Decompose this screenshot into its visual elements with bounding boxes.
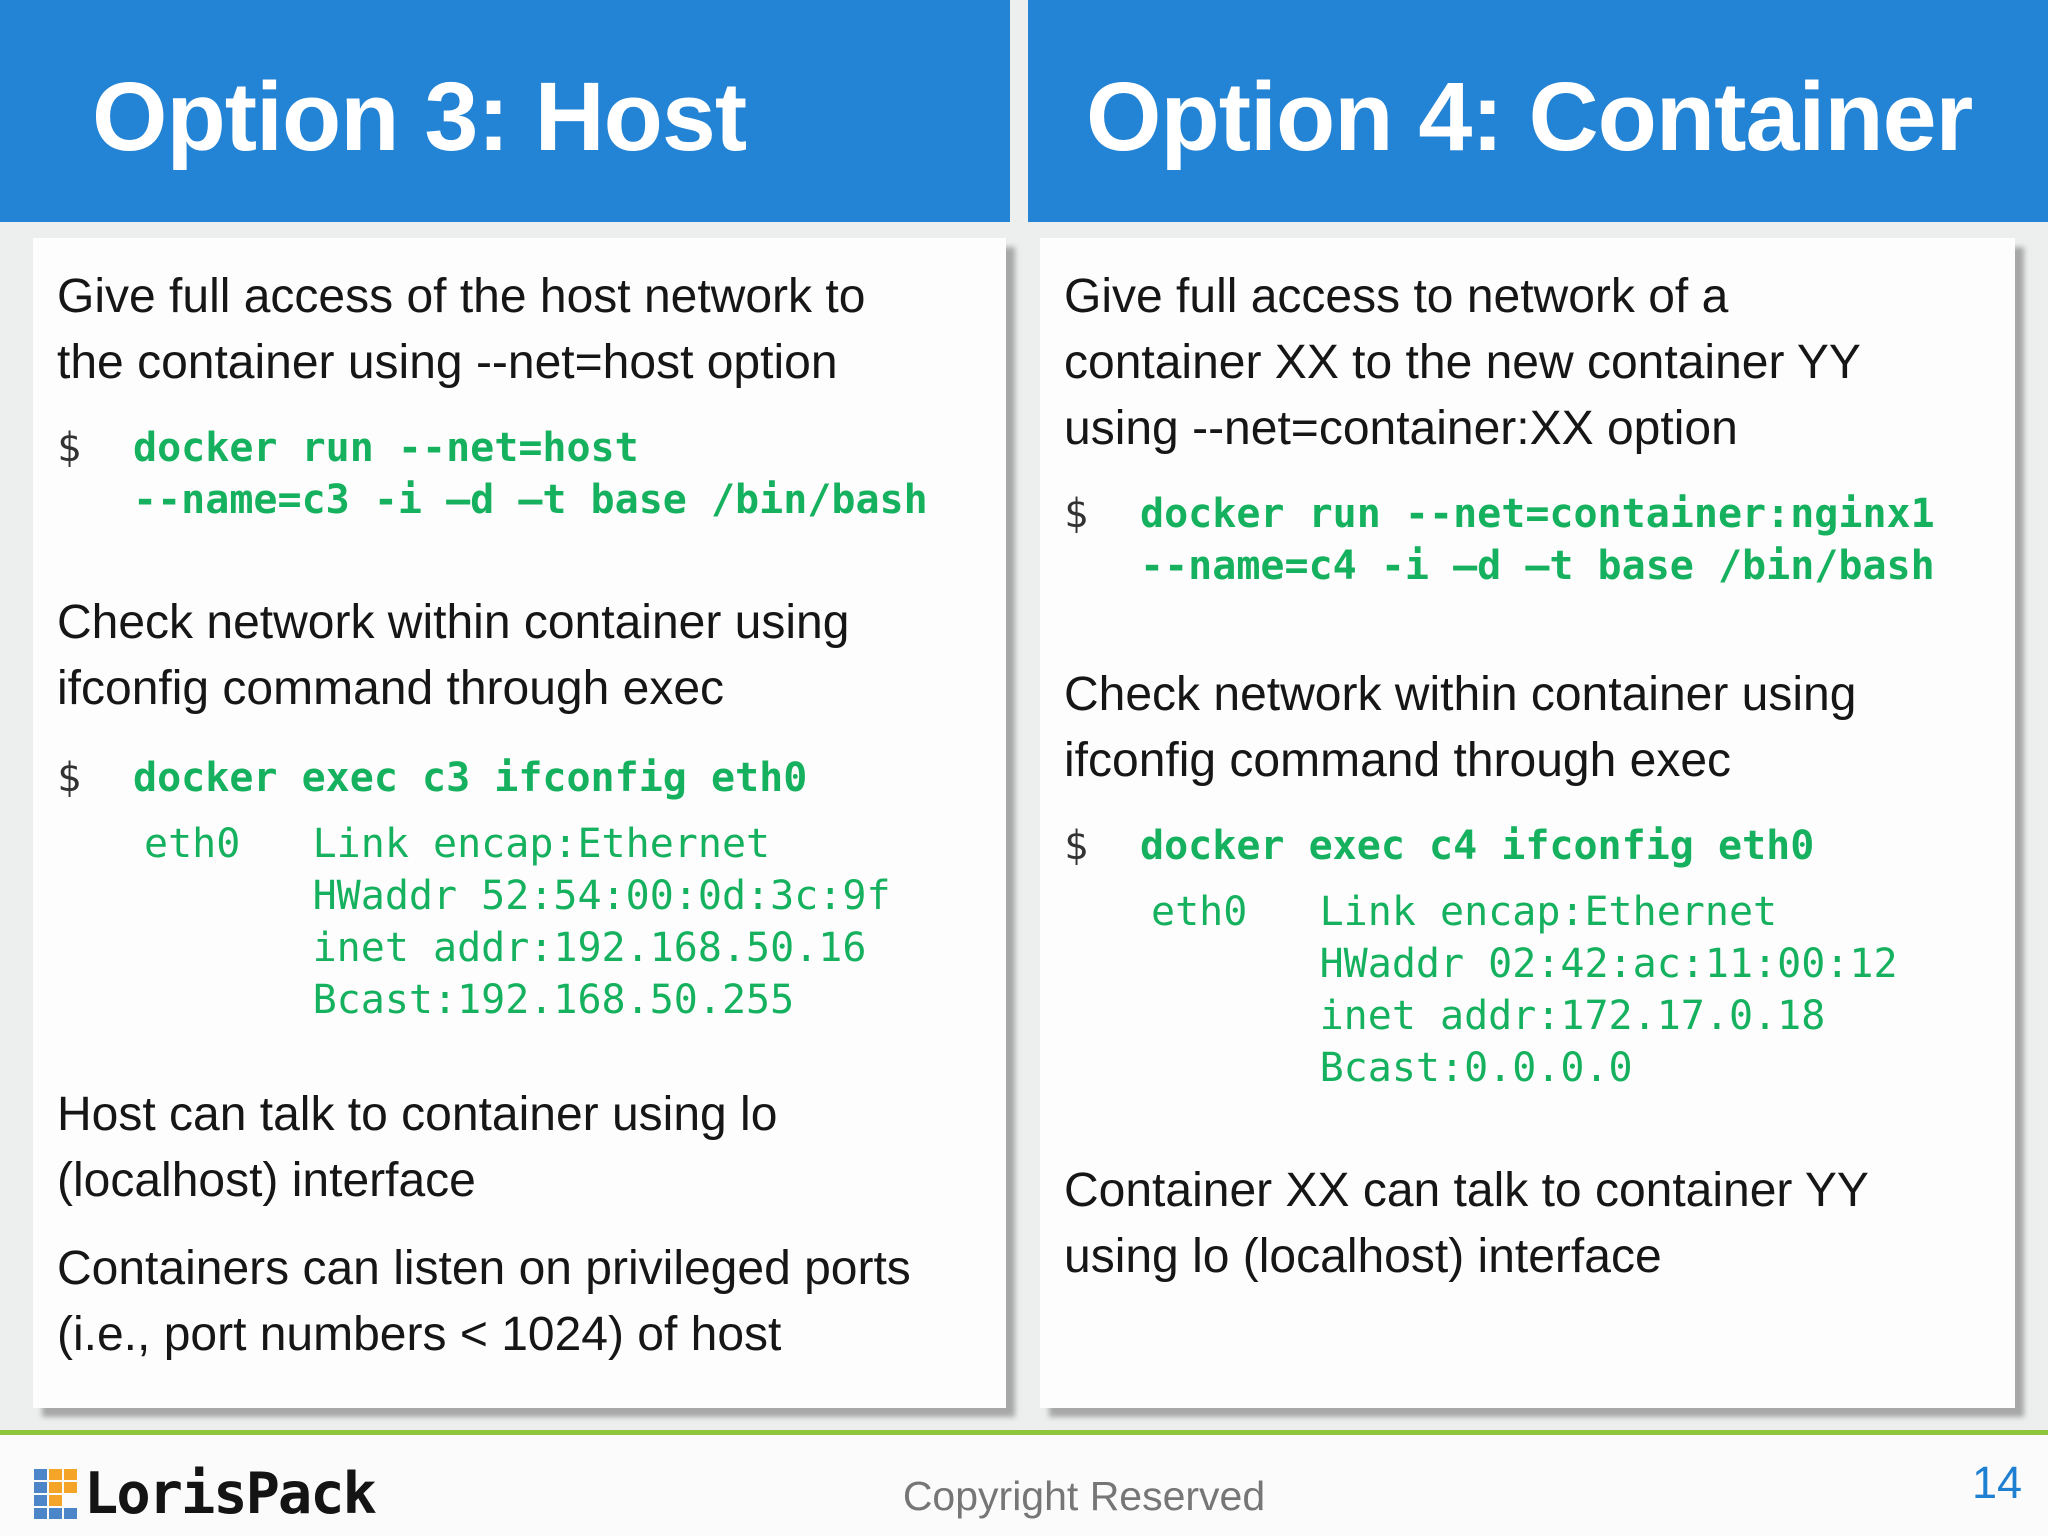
- command-docker-run-host: $ docker run --net=host --name=c3 -i –d …: [57, 422, 982, 526]
- lorispack-logo-icon: [34, 1469, 77, 1519]
- command-lines: docker exec c3 ifconfig eth0: [133, 752, 807, 804]
- command-lines: docker run --net=container:nginx1 --name…: [1140, 488, 1935, 592]
- command-lines: docker run --net=host --name=c3 -i –d –t…: [133, 422, 928, 526]
- paragraph-container-localhost: Container XX can talk to container YY us…: [1064, 1164, 1869, 1283]
- command-line: --name=c3 -i –d –t base /bin/bash: [133, 477, 928, 523]
- paragraph-host-intro: Give full access of the host network to …: [57, 270, 866, 389]
- command-docker-exec-c4: $ docker exec c4 ifconfig eth0: [1064, 820, 1991, 872]
- command-lines: docker exec c4 ifconfig eth0: [1140, 820, 1814, 872]
- content-box-option-3: Give full access of the host network to …: [33, 238, 1006, 1408]
- command-docker-run-container: $ docker run --net=container:nginx1 --na…: [1064, 488, 1991, 592]
- ifconfig-output-host: eth0 Link encap:Ethernet HWaddr 52:54:00…: [144, 821, 891, 1023]
- brand-name: LorisPack: [84, 1461, 377, 1527]
- command-line: docker run --net=container:nginx1: [1140, 491, 1935, 537]
- copyright-text: Copyright Reserved: [902, 1473, 1266, 1519]
- header-title-option-4: Option 4: Container: [1086, 61, 1973, 171]
- command-line: --name=c4 -i –d –t base /bin/bash: [1140, 543, 1935, 589]
- command-line: docker exec c3 ifconfig eth0: [133, 755, 808, 801]
- page-number: 14: [1971, 1457, 2022, 1508]
- brand-logo: LorisPack: [34, 1461, 377, 1527]
- paragraph-check-network-container: Check network within container using ifc…: [1064, 668, 1857, 787]
- footer: LorisPack Copyright Reserved 14: [0, 1435, 2048, 1536]
- header-option-3: Option 3: Host: [0, 0, 1010, 222]
- command-docker-exec-c3: $ docker exec c3 ifconfig eth0: [57, 752, 982, 804]
- paragraph-host-localhost: Host can talk to container using lo (loc…: [57, 1088, 778, 1207]
- ifconfig-output-container: eth0 Link encap:Ethernet HWaddr 02:42:ac…: [1151, 889, 1898, 1091]
- green-divider-line: [0, 1430, 2048, 1435]
- command-line: docker exec c4 ifconfig eth0: [1140, 823, 1815, 869]
- shell-prompt: $: [57, 425, 82, 471]
- shell-prompt: $: [1064, 823, 1089, 869]
- paragraph-check-network-host: Check network within container using ifc…: [57, 596, 850, 715]
- header-title-option-3: Option 3: Host: [92, 61, 747, 171]
- command-line: docker run --net=host: [133, 425, 639, 471]
- shell-prompt: $: [57, 755, 82, 801]
- paragraph-privileged-ports: Containers can listen on privileged port…: [57, 1242, 911, 1361]
- header-option-4: Option 4: Container: [1028, 0, 2048, 222]
- shell-prompt: $: [1064, 491, 1089, 537]
- paragraph-container-intro: Give full access to network of a contain…: [1064, 270, 1861, 455]
- content-box-option-4: Give full access to network of a contain…: [1040, 238, 2015, 1408]
